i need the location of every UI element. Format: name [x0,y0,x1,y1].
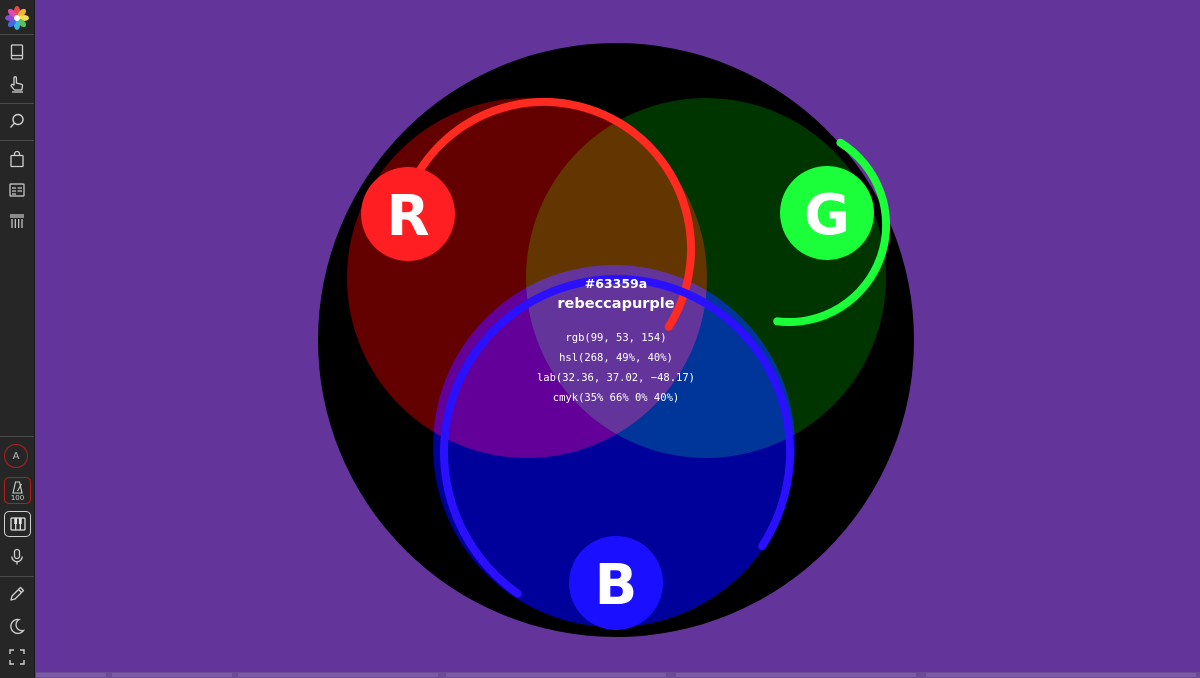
red-channel-label: R [386,184,429,249]
scroll-segment [676,673,916,677]
color-rgb: rgb(99, 53, 154) [565,332,666,344]
scroll-segment [446,673,666,677]
scroll-segment [112,673,232,677]
scroll-segment [36,673,106,677]
columns-icon[interactable] [3,207,31,235]
scroll-segment [238,673,438,677]
blue-badge-circle [569,536,663,630]
accessibility-icon[interactable]: A [4,444,28,468]
blue-value-arc[interactable] [440,274,795,598]
color-info: #63359a rebeccapurple rgb(99, 53, 154) h… [537,276,695,404]
red-value-arc[interactable] [415,97,696,331]
accessibility-label: A [12,450,20,462]
sidebar-divider [0,103,34,104]
sidebar-divider [0,34,34,35]
piano-icon[interactable] [4,511,31,537]
search-icon[interactable] [3,107,31,135]
bottom-scrollbar[interactable] [36,672,1200,678]
sidebar-divider [0,576,34,577]
color-hex: #63359a [585,276,647,291]
app-logo-icon[interactable] [3,4,31,32]
color-cmyk: cmyk(35% 66% 0% 40%) [553,392,679,404]
fullscreen-icon[interactable] [3,643,31,671]
metronome-icon[interactable]: 100 [4,477,31,504]
pencil-icon[interactable] [3,580,31,608]
blue-channel-label: B [595,553,638,618]
blue-channel-circle[interactable] [433,265,795,627]
blue-channel-badge[interactable]: B [569,536,663,630]
red-badge-circle [361,167,455,261]
green-badge-circle [780,166,874,260]
scroll-segment [926,673,1196,677]
moon-icon[interactable] [3,612,31,640]
green-channel-label: G [804,183,850,248]
sidebar: A 100 [0,0,35,678]
tempo-value: 100 [10,494,25,502]
sidebar-divider [0,140,34,141]
color-lab: lab(32.36, 37.02, −48.17) [537,372,695,384]
color-name: rebeccapurple [557,296,674,312]
red-channel-badge[interactable]: R [361,167,455,261]
pointer-icon[interactable] [3,70,31,98]
color-hsl: hsl(268, 49%, 40%) [559,352,673,364]
microphone-icon[interactable] [3,543,31,571]
shopping-bag-icon[interactable] [3,145,31,173]
sidebar-divider [0,436,34,437]
green-channel-badge[interactable]: G [780,166,874,260]
green-value-arc[interactable] [773,138,891,326]
book-icon[interactable] [3,38,31,66]
list-icon[interactable] [3,176,31,204]
